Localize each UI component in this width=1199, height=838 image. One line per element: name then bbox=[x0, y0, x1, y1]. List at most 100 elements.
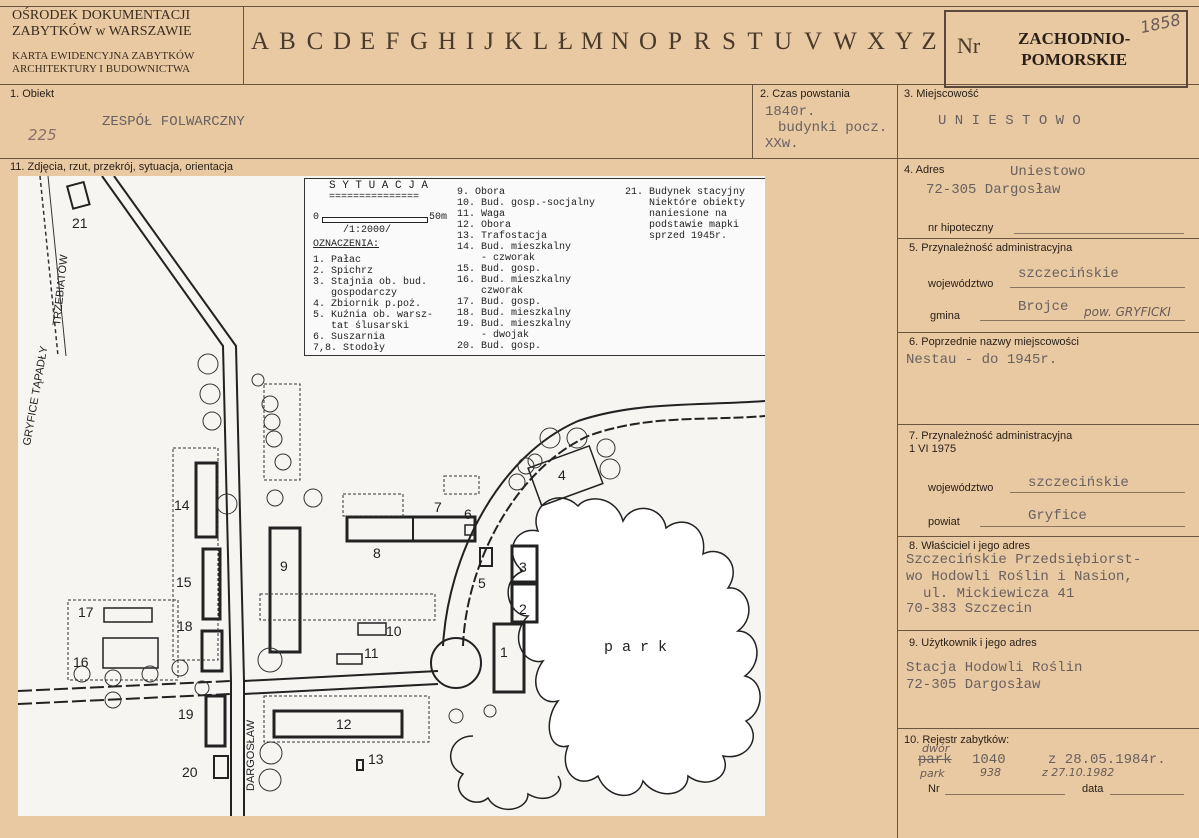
label-16: 16 bbox=[73, 654, 89, 670]
label-12: 12 bbox=[336, 716, 352, 732]
user-line-1: Stacja Hodowli Roślin bbox=[906, 660, 1083, 676]
railway-line bbox=[39, 176, 59, 357]
registry-number: 1040 bbox=[972, 752, 1006, 768]
voivodeship-value: szczecińskie bbox=[1018, 266, 1119, 282]
voivodeship-line bbox=[1010, 287, 1185, 288]
sec4-bottom bbox=[897, 238, 1199, 239]
sec9-bottom bbox=[897, 728, 1199, 729]
object-label: 1. Obiekt bbox=[10, 88, 55, 100]
index-letter-1: B bbox=[279, 28, 296, 55]
commune-line bbox=[980, 320, 1185, 321]
object-value: ZESPÓŁ FOLWARCZNY bbox=[102, 114, 245, 130]
index-letter-10: K bbox=[504, 28, 523, 55]
index-letter-18: S bbox=[722, 28, 736, 55]
card-line-1: KARTA EWIDENCYJNA ZABYTKÓW bbox=[12, 50, 195, 62]
top-border bbox=[0, 6, 1199, 7]
org-name: OŚRODEK DOKUMENTACJI ZABYTKÓW w WARSZAWI… bbox=[12, 8, 192, 40]
admin-1975-line-2: 1 VI 1975 bbox=[909, 443, 957, 455]
road-main-2 bbox=[113, 176, 245, 816]
registry-hand-c: z 27.10.1982 bbox=[1042, 766, 1115, 779]
building-15 bbox=[201, 547, 222, 621]
index-letter-25: Z bbox=[921, 28, 937, 55]
card-type: KARTA EWIDENCYJNA ZABYTKÓW ARCHITEKTURY … bbox=[12, 50, 194, 76]
road-curve-2 bbox=[462, 415, 765, 647]
building-21 bbox=[65, 180, 91, 210]
index-letter-12: Ł bbox=[557, 28, 574, 55]
registry-nr-label: Nr bbox=[928, 783, 940, 795]
owner-line-4: 70-383 Szczecin bbox=[906, 601, 1033, 617]
admin-label: 5. Przynależność administracyjna bbox=[909, 242, 1073, 254]
site-plan-drawing: 1 2 3 4 5 6 7 8 9 10 11 12 13 14 15 16 1… bbox=[18, 176, 765, 816]
road-west bbox=[18, 680, 232, 692]
header-divider bbox=[243, 6, 244, 84]
index-letter-24: Y bbox=[894, 28, 914, 55]
road-label-dargoslaw: DARGOSŁAW bbox=[245, 719, 257, 791]
historic-outline-west bbox=[172, 447, 219, 661]
index-letter-2: C bbox=[306, 28, 324, 55]
nr-label: Nr bbox=[957, 33, 981, 58]
index-letter-11: L bbox=[532, 28, 549, 55]
label-4: 4 bbox=[558, 467, 566, 483]
legend-column-3: 21. Budynek stacyjny Niektóre obiekty na… bbox=[625, 187, 746, 242]
voivodeship-1975-line bbox=[1010, 492, 1185, 493]
photos-label: 11. Zdjęcia, rzut, przekrój, sytuacja, o… bbox=[10, 161, 233, 173]
label-10: 10 bbox=[386, 623, 402, 639]
header-bottom-border bbox=[0, 84, 1199, 85]
legend-box: S Y T U A C J A =============== 0 50m /1… bbox=[304, 178, 765, 356]
label-9: 9 bbox=[280, 558, 288, 574]
index-letter-15: O bbox=[638, 28, 658, 55]
user-label: 9. Użytkownik i jego adres bbox=[909, 637, 1037, 649]
scale-end: 50m bbox=[429, 212, 448, 223]
address-line-1: Uniestowo bbox=[1010, 164, 1086, 180]
legend-column-2: 9. Obora 10. Bud. gosp.-socjalny 11. Wag… bbox=[457, 187, 596, 352]
label-1: 1 bbox=[500, 644, 508, 660]
label-5: 5 bbox=[478, 575, 486, 591]
label-6: 6 bbox=[464, 506, 472, 522]
admin-1975-label: 7. Przynależność administracyjna 1 VI 19… bbox=[909, 430, 1072, 456]
index-letter-14: N bbox=[610, 28, 630, 55]
user-line-2: 72-305 Dargosław bbox=[906, 677, 1041, 693]
mortgage-label: nr hipoteczny bbox=[928, 222, 994, 234]
region-name: ZACHODNIO- POMORSKIE bbox=[1018, 28, 1130, 70]
date-line-2: budynki pocz. bbox=[778, 120, 888, 136]
index-letter-21: V bbox=[803, 28, 823, 55]
mortgage-line bbox=[1014, 233, 1184, 234]
prev-names-label: 6. Poprzednie nazwy miejscowości bbox=[909, 336, 1079, 348]
org-line-2: ZABYTKÓW w WARSZAWIE bbox=[12, 24, 192, 39]
label-11: 11 bbox=[364, 645, 379, 661]
admin-1975-line-1: 7. Przynależność administracyjna bbox=[909, 430, 1073, 442]
index-letter-19: T bbox=[747, 28, 763, 55]
building-20 bbox=[213, 755, 229, 779]
site-plan-map: 1 2 3 4 5 6 7 8 9 10 11 12 13 14 15 16 1… bbox=[18, 176, 765, 816]
sec6-bottom bbox=[897, 424, 1199, 425]
index-letter-5: F bbox=[385, 28, 400, 55]
commune-hand: pow. GRYFICKI bbox=[1084, 305, 1171, 319]
index-letter-6: G bbox=[409, 28, 429, 55]
historic-outline-orchard bbox=[263, 383, 301, 481]
index-letter-0: A bbox=[250, 28, 270, 55]
road-east-2 bbox=[243, 683, 439, 695]
index-letter-22: W bbox=[833, 28, 857, 55]
county-value: Gryfice bbox=[1028, 508, 1087, 524]
label-21: 21 bbox=[72, 215, 88, 231]
index-letter-9: J bbox=[484, 28, 494, 55]
registry-date: z 28.05.1984r. bbox=[1048, 752, 1166, 768]
building-5 bbox=[479, 547, 493, 567]
road-east bbox=[243, 670, 439, 682]
label-15: 15 bbox=[176, 574, 192, 590]
reservoir-4 bbox=[527, 444, 604, 507]
park-label: p a r k bbox=[604, 639, 667, 656]
label-19: 19 bbox=[178, 706, 194, 722]
registry-crossed: park bbox=[918, 752, 952, 768]
building-2 bbox=[510, 582, 539, 624]
owner-line-1: Szczecińskie Przedsiębiorst- bbox=[906, 552, 1142, 568]
label-20: 20 bbox=[182, 764, 198, 780]
commune-value: Brojce bbox=[1018, 299, 1069, 315]
index-letter-3: D bbox=[332, 28, 352, 55]
registry-date-line bbox=[1110, 794, 1184, 795]
registry-label: 10. Rejestr zabytków: bbox=[904, 734, 1010, 746]
index-letter-8: I bbox=[465, 28, 475, 55]
index-letter-17: R bbox=[693, 28, 711, 55]
